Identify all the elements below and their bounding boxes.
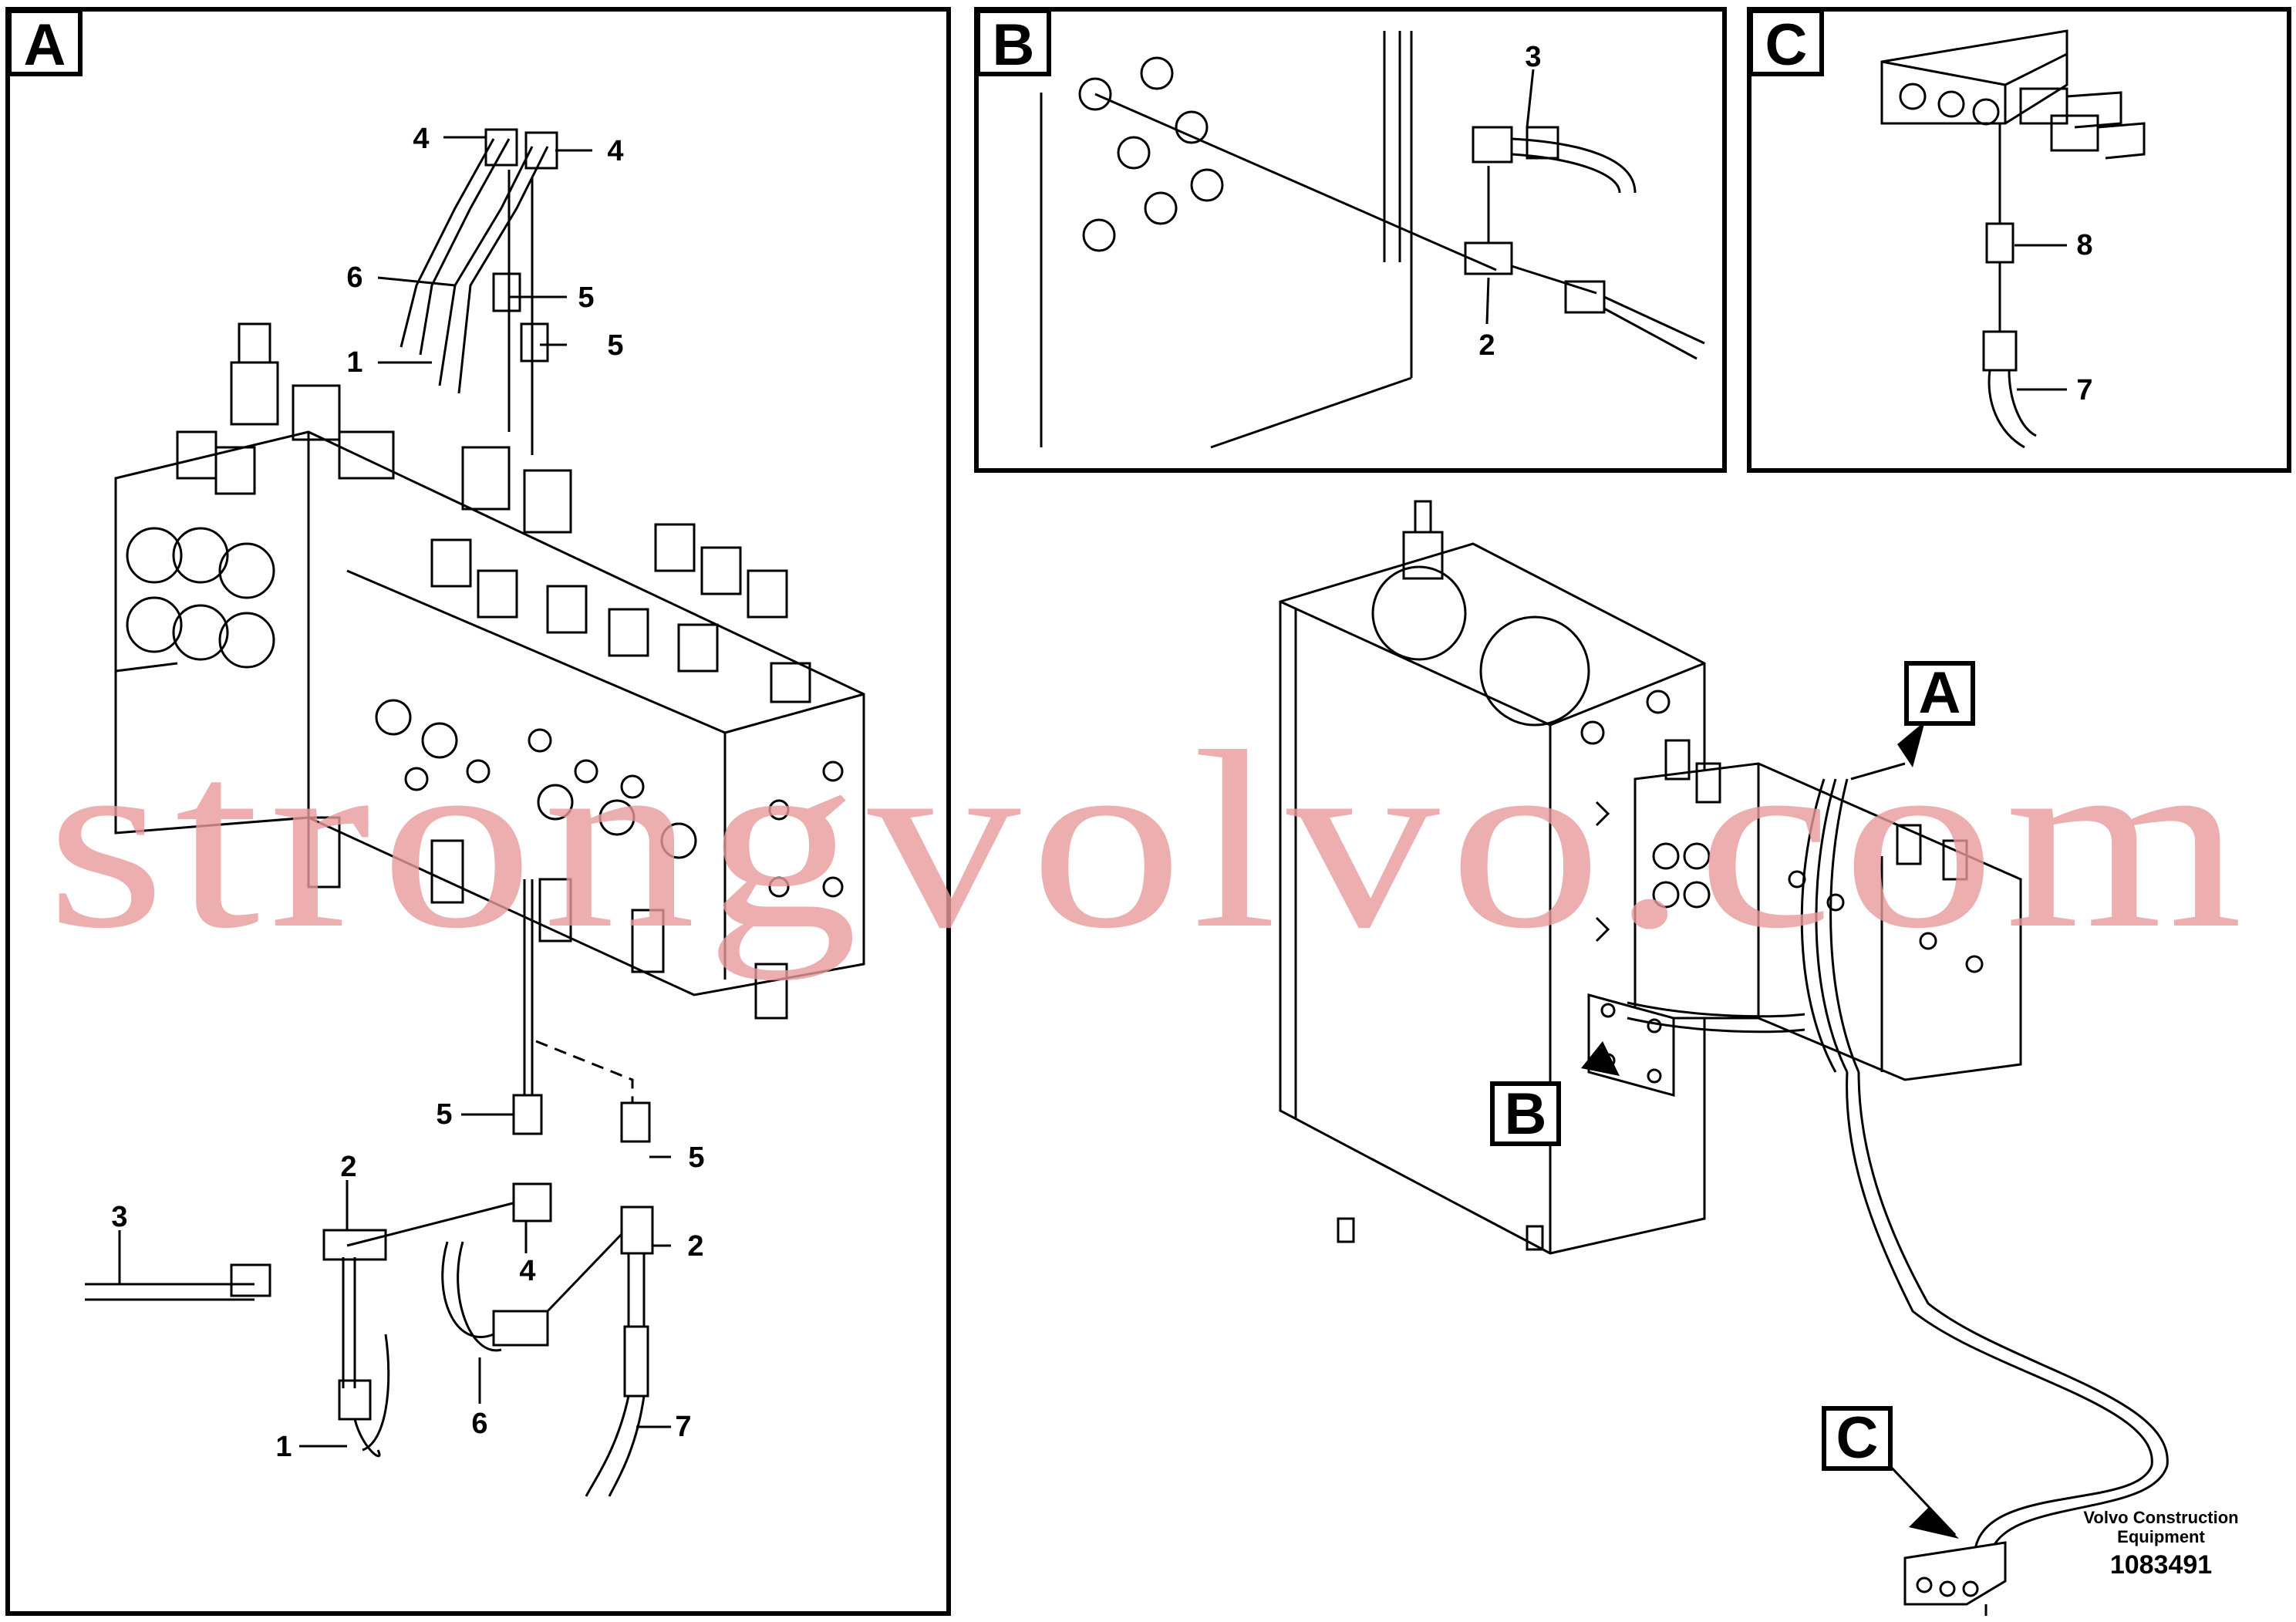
- callout-a: A: [1850, 660, 1975, 781]
- label-5-top-2: 5: [607, 329, 623, 362]
- panel-b: B: [974, 7, 1727, 473]
- label-7-bottom: 7: [675, 1411, 691, 1443]
- label-2-right: 2: [687, 1230, 703, 1263]
- label-5-mid-left: 5: [436, 1098, 452, 1131]
- lower-pipes: [85, 879, 654, 1497]
- panel-c-drawing: [1880, 29, 2146, 449]
- panel-a-letter: A: [24, 12, 66, 78]
- company-name-line2: Equipment: [2117, 1527, 2205, 1546]
- control-valve-block: [114, 322, 865, 1020]
- callout-b-letter: B: [1505, 1081, 1547, 1147]
- label-6-bottom: 6: [471, 1408, 487, 1440]
- label-c-7: 7: [2076, 374, 2092, 406]
- company-name-line1: Volvo Construction: [2083, 1508, 2238, 1527]
- panel-b-drawing: [1040, 31, 1705, 449]
- label-2-left: 2: [340, 1151, 356, 1183]
- label-3: 3: [111, 1201, 127, 1233]
- top-hoses: [400, 128, 558, 455]
- label-b-2: 2: [1478, 329, 1495, 362]
- callout-b: B: [1490, 1041, 1620, 1147]
- label-1-top: 1: [346, 346, 362, 379]
- callout-c-letter: C: [1836, 1405, 1879, 1471]
- panel-b-letter: B: [993, 12, 1035, 78]
- panel-a: A: [5, 7, 951, 1616]
- label-5-mid-right: 5: [688, 1141, 704, 1174]
- panel-a-leaders: [118, 136, 671, 1448]
- drawing-number: 1083491: [2110, 1550, 2212, 1580]
- label-5-top-1: 5: [578, 282, 594, 314]
- label-6-top: 6: [346, 261, 362, 294]
- overview-drawing: [1279, 500, 2169, 1616]
- panel-c-leaders: [2014, 244, 2067, 391]
- panel-c-letter: C: [1765, 12, 1808, 78]
- label-4-top-left: 4: [413, 123, 429, 155]
- label-4-bottom: 4: [519, 1255, 535, 1287]
- label-4-top-right: 4: [607, 135, 623, 167]
- watermark: strongvolvo.com: [46, 700, 2252, 981]
- label-c-8: 8: [2076, 229, 2092, 261]
- label-b-3: 3: [1525, 41, 1541, 73]
- callout-a-letter: A: [1919, 660, 1961, 726]
- callout-c: C: [1822, 1405, 1959, 1539]
- panel-b-leaders: [1485, 69, 1535, 325]
- panel-c: C 8 7: [1747, 7, 2291, 473]
- label-1-bottom: 1: [275, 1431, 292, 1463]
